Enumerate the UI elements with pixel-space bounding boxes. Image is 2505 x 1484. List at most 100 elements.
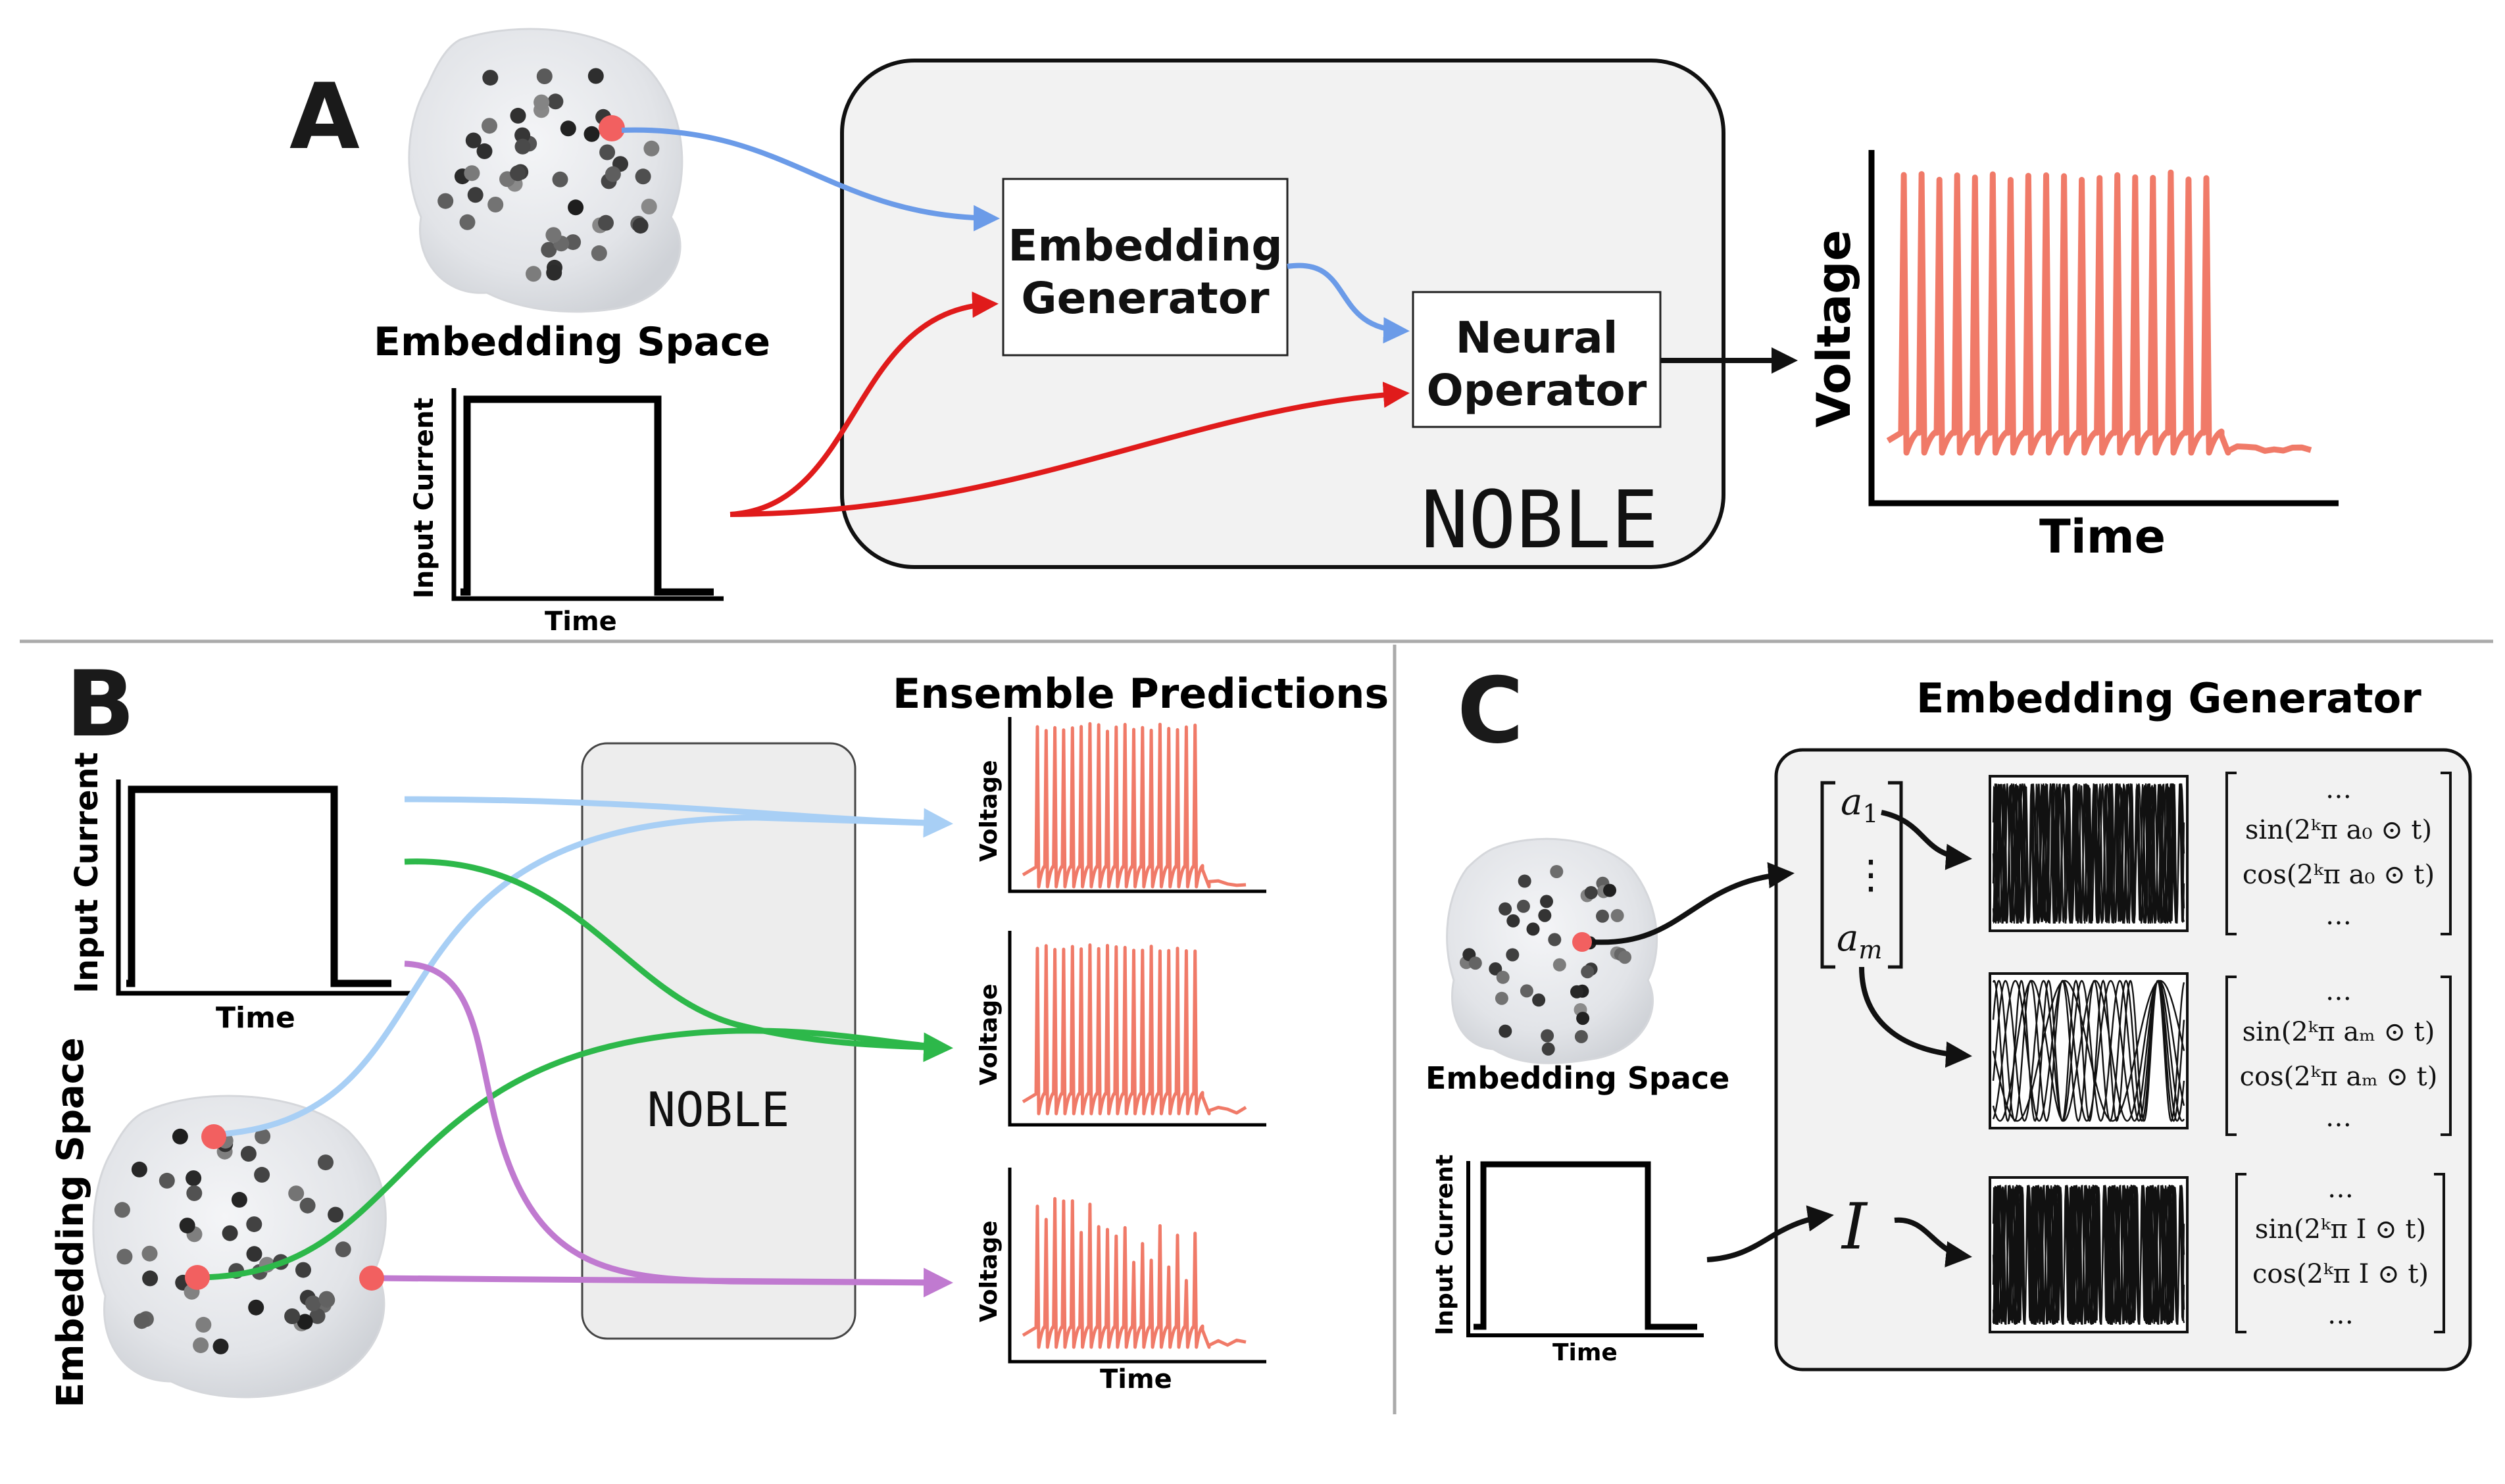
embedding-point	[295, 1262, 311, 1278]
embedding-point	[482, 70, 499, 86]
output-time-label: Time	[2039, 510, 2166, 564]
vector-top-entry: a1	[1841, 781, 1879, 828]
embedding-point	[591, 245, 607, 261]
feature-plot-current	[1989, 1176, 2189, 1333]
arrow-a1-to-features	[1881, 810, 1972, 870]
embedding-point	[1506, 914, 1520, 928]
embedding-point	[246, 1216, 262, 1233]
matrix3-cos: cos(2ᵏπ I ⊙ t)	[2252, 1259, 2429, 1289]
embedding-space-label-c: Embedding Space	[1426, 1060, 1729, 1096]
embedding-point	[536, 68, 553, 84]
embedding-point	[1538, 908, 1552, 922]
embedding-point	[318, 1291, 335, 1307]
embedding-vector: a1 ⋮ am	[1820, 781, 1903, 969]
matrix3-sin: sin(2ᵏπ I ⊙ t)	[2255, 1214, 2426, 1245]
embedding-generator-box	[1002, 178, 1289, 357]
embedding-point	[464, 165, 480, 182]
embedding-point	[284, 1308, 301, 1324]
embedding-space-label: Embedding Space	[374, 319, 770, 365]
embedding-point	[1526, 922, 1540, 936]
embedding-point	[598, 214, 614, 231]
embedding-point	[482, 118, 497, 134]
ensemble-trace-1	[1022, 722, 1247, 889]
input-time-label: Time	[545, 606, 617, 637]
embedding-point	[437, 193, 454, 209]
panel-c-letter: C	[1457, 658, 1524, 764]
embedding-generator-line2: Generator	[1021, 273, 1270, 324]
embedding-point	[583, 126, 600, 142]
input-time-label-c: Time	[1552, 1339, 1618, 1366]
embedding-point	[1520, 984, 1533, 998]
embedding-point	[541, 241, 557, 258]
embedding-point	[526, 266, 541, 282]
ensemble-voltage-label-1: Voltage	[976, 760, 1003, 862]
neural-operator-box	[1412, 291, 1662, 428]
embedding-point	[546, 264, 562, 281]
matrix1-dots-bottom: …	[2325, 901, 2352, 931]
embedding-space-blob-c	[1446, 837, 1658, 1064]
feature-plot-a1	[1989, 775, 2189, 932]
embedding-point	[231, 1191, 247, 1208]
vector-bottom-entry: am	[1837, 917, 1882, 964]
embedding-point	[1618, 951, 1631, 964]
embedding-point	[510, 165, 526, 182]
embedding-point	[1541, 1042, 1555, 1056]
ensemble-trace-3	[1022, 1197, 1247, 1349]
embedding-point	[1516, 899, 1530, 913]
embedding-space-blob	[408, 28, 683, 313]
embedding-point	[1518, 874, 1531, 888]
embedding-point	[1576, 1012, 1590, 1026]
path-embedding-purple	[371, 1275, 948, 1286]
embedding-point	[467, 187, 484, 203]
matrix1-cos: cos(2ᵏπ a₀ ⊙ t)	[2243, 860, 2435, 890]
embedding-point	[1584, 886, 1598, 899]
embedding-point	[240, 1146, 257, 1162]
vector-dots: ⋮	[1851, 852, 1891, 898]
path-embedding-light-blue	[213, 814, 948, 1138]
ensemble-plot-3: Voltage Time	[976, 1168, 1266, 1395]
feature-waves-current	[1992, 1184, 2185, 1325]
embedding-point	[1540, 895, 1553, 908]
embedding-point	[476, 143, 493, 159]
embedding-point	[1541, 1029, 1554, 1043]
embedding-point	[254, 1166, 270, 1183]
embedding-point	[510, 107, 526, 124]
embedding-point	[131, 1161, 147, 1177]
ensemble-voltage-label-2: Voltage	[976, 983, 1003, 1085]
embedding-space-blob-b	[92, 1095, 387, 1398]
embedding-point	[193, 1337, 209, 1354]
output-voltage-ylabel: Voltage	[1807, 230, 1861, 428]
feature-waves-a1	[1992, 783, 2185, 924]
embedding-point	[1603, 883, 1616, 897]
arrow-am-to-features	[1859, 966, 1972, 1068]
feature-waves-am	[1992, 979, 2185, 1122]
embedding-point	[141, 1245, 158, 1262]
embedding-point	[605, 166, 621, 182]
embedding-point	[560, 120, 576, 137]
embedding-point	[1550, 865, 1564, 878]
ensemble-trace-2	[1022, 943, 1247, 1116]
embedding-point	[318, 1154, 334, 1171]
embedding-point	[179, 1218, 195, 1234]
embedding-point	[465, 132, 482, 149]
ensemble-plot-2: Voltage	[976, 931, 1266, 1127]
embedding-marker-blue	[201, 1124, 226, 1149]
embedding-point	[587, 68, 604, 84]
embedding-point	[1532, 993, 1546, 1007]
embedding-point	[159, 1172, 175, 1189]
matrix1-sin: sin(2ᵏπ a₀ ⊙ t)	[2245, 815, 2432, 845]
ensemble-plot-1: Voltage	[976, 717, 1266, 893]
embedding-point	[1468, 956, 1482, 970]
input-current-plot: Input Current Time	[409, 388, 724, 637]
embedding-point	[487, 197, 504, 212]
panel-b-letter: B	[66, 651, 135, 757]
panel-c-title: Embedding Generator	[1916, 674, 2421, 722]
embedding-point	[552, 171, 568, 187]
embedding-point	[305, 1295, 321, 1312]
ensemble-time-label: Time	[1100, 1364, 1172, 1395]
embedding-point	[142, 1270, 159, 1287]
embedding-marker-purple	[359, 1266, 384, 1291]
neural-operator-line1: Neural	[1456, 312, 1618, 363]
arrow-current-to-generator	[730, 291, 999, 517]
